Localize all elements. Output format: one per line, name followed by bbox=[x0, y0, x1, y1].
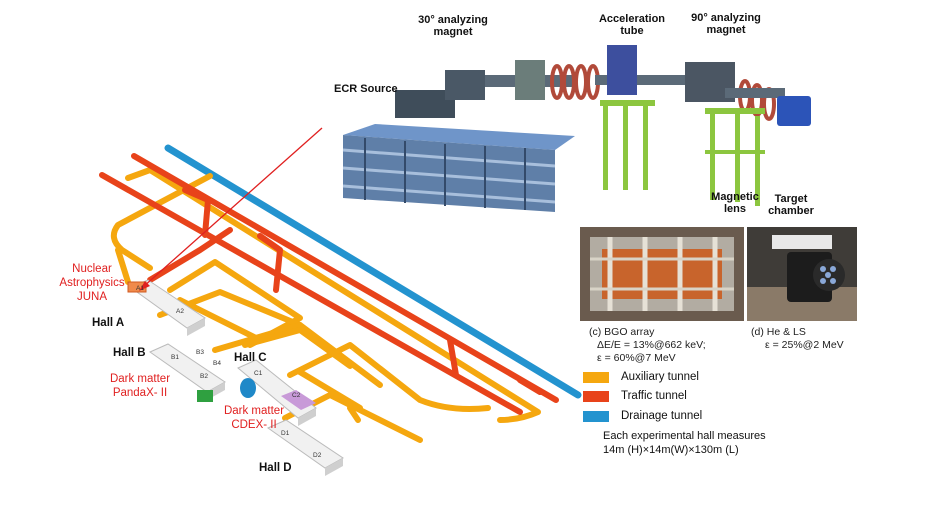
support-stands bbox=[600, 100, 765, 206]
hall-d-label: Hall D bbox=[259, 462, 292, 474]
hall-size-note-line2: 14m (H)×14m(W)×130m (L) bbox=[603, 444, 739, 456]
b1-tag: B1 bbox=[171, 354, 179, 361]
analyzing-90-magnet-label: 90° analyzing magnet bbox=[691, 12, 761, 36]
hall-blocks bbox=[127, 279, 344, 476]
hels-efficiency: ε = 25%@2 MeV bbox=[765, 339, 844, 351]
pandax-line2: PandaX- II bbox=[112, 387, 168, 399]
legend-label-drainage: Drainage tunnel bbox=[621, 410, 703, 422]
analyzing-30-magnet-label: 30° analyzing magnet bbox=[418, 14, 488, 38]
acceleration-tube-label: Acceleration tube bbox=[598, 13, 666, 37]
drainage-tunnel bbox=[164, 144, 582, 399]
legend-label-traffic: Traffic tunnel bbox=[621, 390, 687, 402]
juna-line1: Nuclear bbox=[72, 263, 112, 275]
traffic-tunnels bbox=[99, 153, 559, 415]
legend-item-auxiliary: Auxiliary tunnel bbox=[583, 370, 699, 384]
hall-b-label: Hall B bbox=[113, 347, 146, 359]
juna-line2: Astrophysics bbox=[59, 277, 125, 289]
a2-tag: A2 bbox=[176, 308, 184, 315]
juna-arrow bbox=[139, 127, 323, 291]
pandax-detector-marker bbox=[197, 390, 213, 402]
bgo-array-photo bbox=[580, 227, 744, 321]
cdex-line1: Dark matter bbox=[223, 405, 285, 417]
d1-tag: D1 bbox=[281, 430, 290, 437]
ecr-source-label: ECR Source bbox=[334, 83, 398, 95]
accelerator-rendering bbox=[342, 45, 811, 212]
c1-tag: C1 bbox=[254, 370, 263, 377]
bgo-resolution: ΔE/E = 13%@662 keV; bbox=[597, 339, 706, 351]
pandax-line1: Dark matter bbox=[109, 373, 171, 385]
target-chamber-label: Target chamber bbox=[768, 193, 814, 217]
bgo-caption: (c) BGO array ΔE/E = 13%@662 keV; ε = 60… bbox=[589, 326, 706, 365]
hels-title: (d) He & LS bbox=[751, 326, 806, 338]
hall-c-label: Hall C bbox=[234, 352, 267, 364]
legend-swatch-traffic bbox=[583, 390, 609, 402]
d2-tag: D2 bbox=[313, 452, 322, 459]
cdex-annotation: Dark matter CDEX- II bbox=[214, 404, 294, 432]
hels-caption: (d) He & LS ε = 25%@2 MeV bbox=[751, 326, 844, 352]
juna-annotation: Nuclear Astrophysics JUNA bbox=[52, 262, 132, 304]
legend-item-drainage: Drainage tunnel bbox=[583, 409, 702, 423]
cdex-detector-marker bbox=[240, 378, 256, 398]
b4-tag: B4 bbox=[213, 360, 221, 367]
bgo-efficiency: ε = 60%@7 MeV bbox=[597, 352, 676, 364]
b3-tag: B3 bbox=[196, 349, 204, 356]
b2-tag: B2 bbox=[200, 373, 208, 380]
juna-line3: JUNA bbox=[76, 291, 108, 303]
magnetic-lens-label: Magnetic lens bbox=[711, 191, 759, 215]
pandax-annotation: Dark matter PandaX- II bbox=[100, 372, 180, 400]
legend-swatch-auxiliary bbox=[583, 371, 609, 383]
c2-tag: C2 bbox=[292, 392, 301, 399]
legend-item-traffic: Traffic tunnel bbox=[583, 389, 687, 403]
beamline bbox=[395, 45, 811, 126]
bgo-title: (c) BGO array bbox=[589, 326, 655, 338]
legend-label-auxiliary: Auxiliary tunnel bbox=[621, 371, 699, 383]
underground-platform bbox=[342, 124, 575, 212]
cdex-line2: CDEX- II bbox=[231, 419, 277, 431]
a1-tag: A1 bbox=[136, 285, 144, 292]
hall-size-note-line1: Each experimental hall measures bbox=[603, 430, 766, 442]
hall-a-label: Hall A bbox=[92, 317, 125, 329]
he-ls-photo bbox=[747, 227, 857, 321]
legend-swatch-drainage bbox=[583, 410, 609, 422]
